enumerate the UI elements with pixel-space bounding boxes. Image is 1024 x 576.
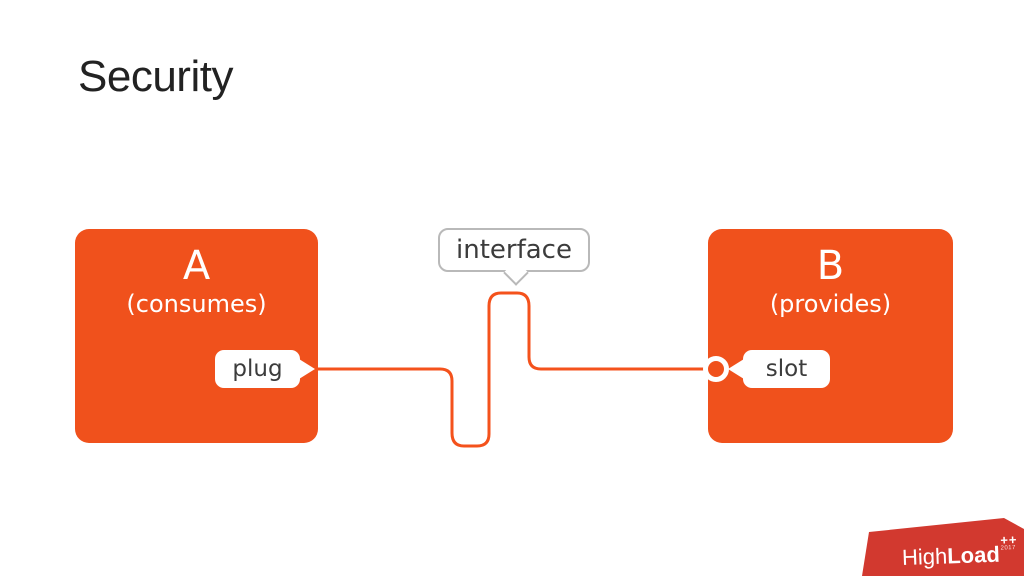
box-a-name: A [182, 243, 211, 289]
interface-label-text: interface [456, 235, 572, 265]
logo-brand-bold: Load [946, 541, 1001, 569]
box-b-role: (provides) [769, 290, 892, 318]
plug-callout: plug [215, 350, 315, 388]
plug-callout-label: plug [232, 356, 283, 382]
slot-callout: slot [728, 350, 830, 388]
box-b-name: B [816, 243, 845, 289]
highload-logo-text: HighLoad ++ 2017 [901, 532, 1019, 571]
plug-slot-wire [312, 291, 705, 448]
page-title: Security [78, 52, 233, 101]
slot-pointer-icon [728, 359, 744, 379]
logo-plus-plus: ++ [1000, 531, 1018, 548]
interface-label: interface [438, 228, 590, 286]
box-a-role: (consumes) [126, 290, 267, 318]
logo-year: 2017 [1000, 545, 1017, 552]
plug-pointer-icon [299, 359, 315, 379]
component-box-a: A (consumes) plug [75, 229, 318, 443]
logo-brand-light: High [901, 543, 948, 571]
highload-logo: HighLoad ++ 2017 [862, 518, 1024, 576]
component-box-b: B (provides) slot [708, 229, 953, 443]
slot-callout-label: slot [765, 356, 808, 382]
